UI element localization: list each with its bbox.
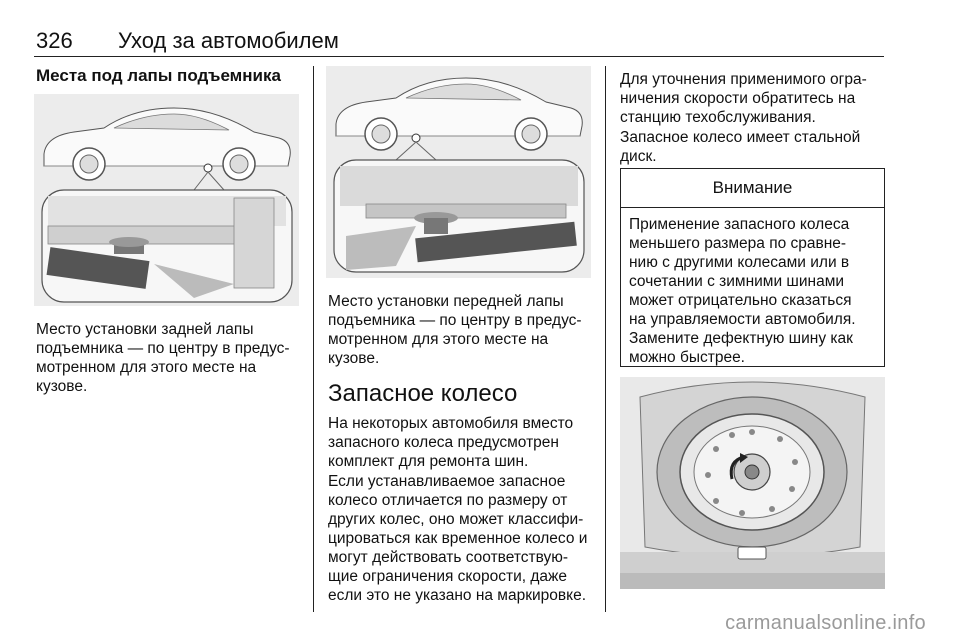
spare-wheel-section-title: Запасное колесо — [328, 380, 518, 407]
front-lift-caption: Место установки передней лапы подъемника… — [328, 293, 582, 367]
rear-lift-caption: Место установки задней лапы подъемника —… — [36, 321, 290, 395]
front-lift-point-illustration — [326, 66, 591, 278]
chapter-title: Уход за автомобилем — [118, 28, 339, 53]
spare-wheel-illustration — [620, 377, 885, 589]
warning-text: Применение запасного колеса меньшего раз… — [629, 216, 856, 366]
speed-limit-paragraph: Для уточнения применимого огра- ничения … — [620, 71, 867, 126]
steel-rim-paragraph: Запасное колесо имеет стальной диск. — [620, 129, 861, 165]
warning-box: Внимание Применение запасного колеса мен… — [620, 168, 885, 367]
spare-wheel-paragraph-1: На некоторых автомобиля вместо запасного… — [328, 415, 574, 470]
lift-points-heading: Места под лапы подъемника — [36, 66, 281, 85]
header-rule — [34, 56, 884, 57]
page-number: 326 — [36, 28, 73, 53]
column-divider-2 — [605, 66, 606, 612]
column-divider-1 — [313, 66, 314, 612]
spare-wheel-paragraph-2: Если устанавливаемое запасное колесо отл… — [328, 473, 588, 604]
warning-title: Внимание — [621, 169, 884, 208]
watermark-text: carmanualsonline.info — [725, 612, 926, 634]
rear-lift-point-illustration — [34, 94, 299, 306]
